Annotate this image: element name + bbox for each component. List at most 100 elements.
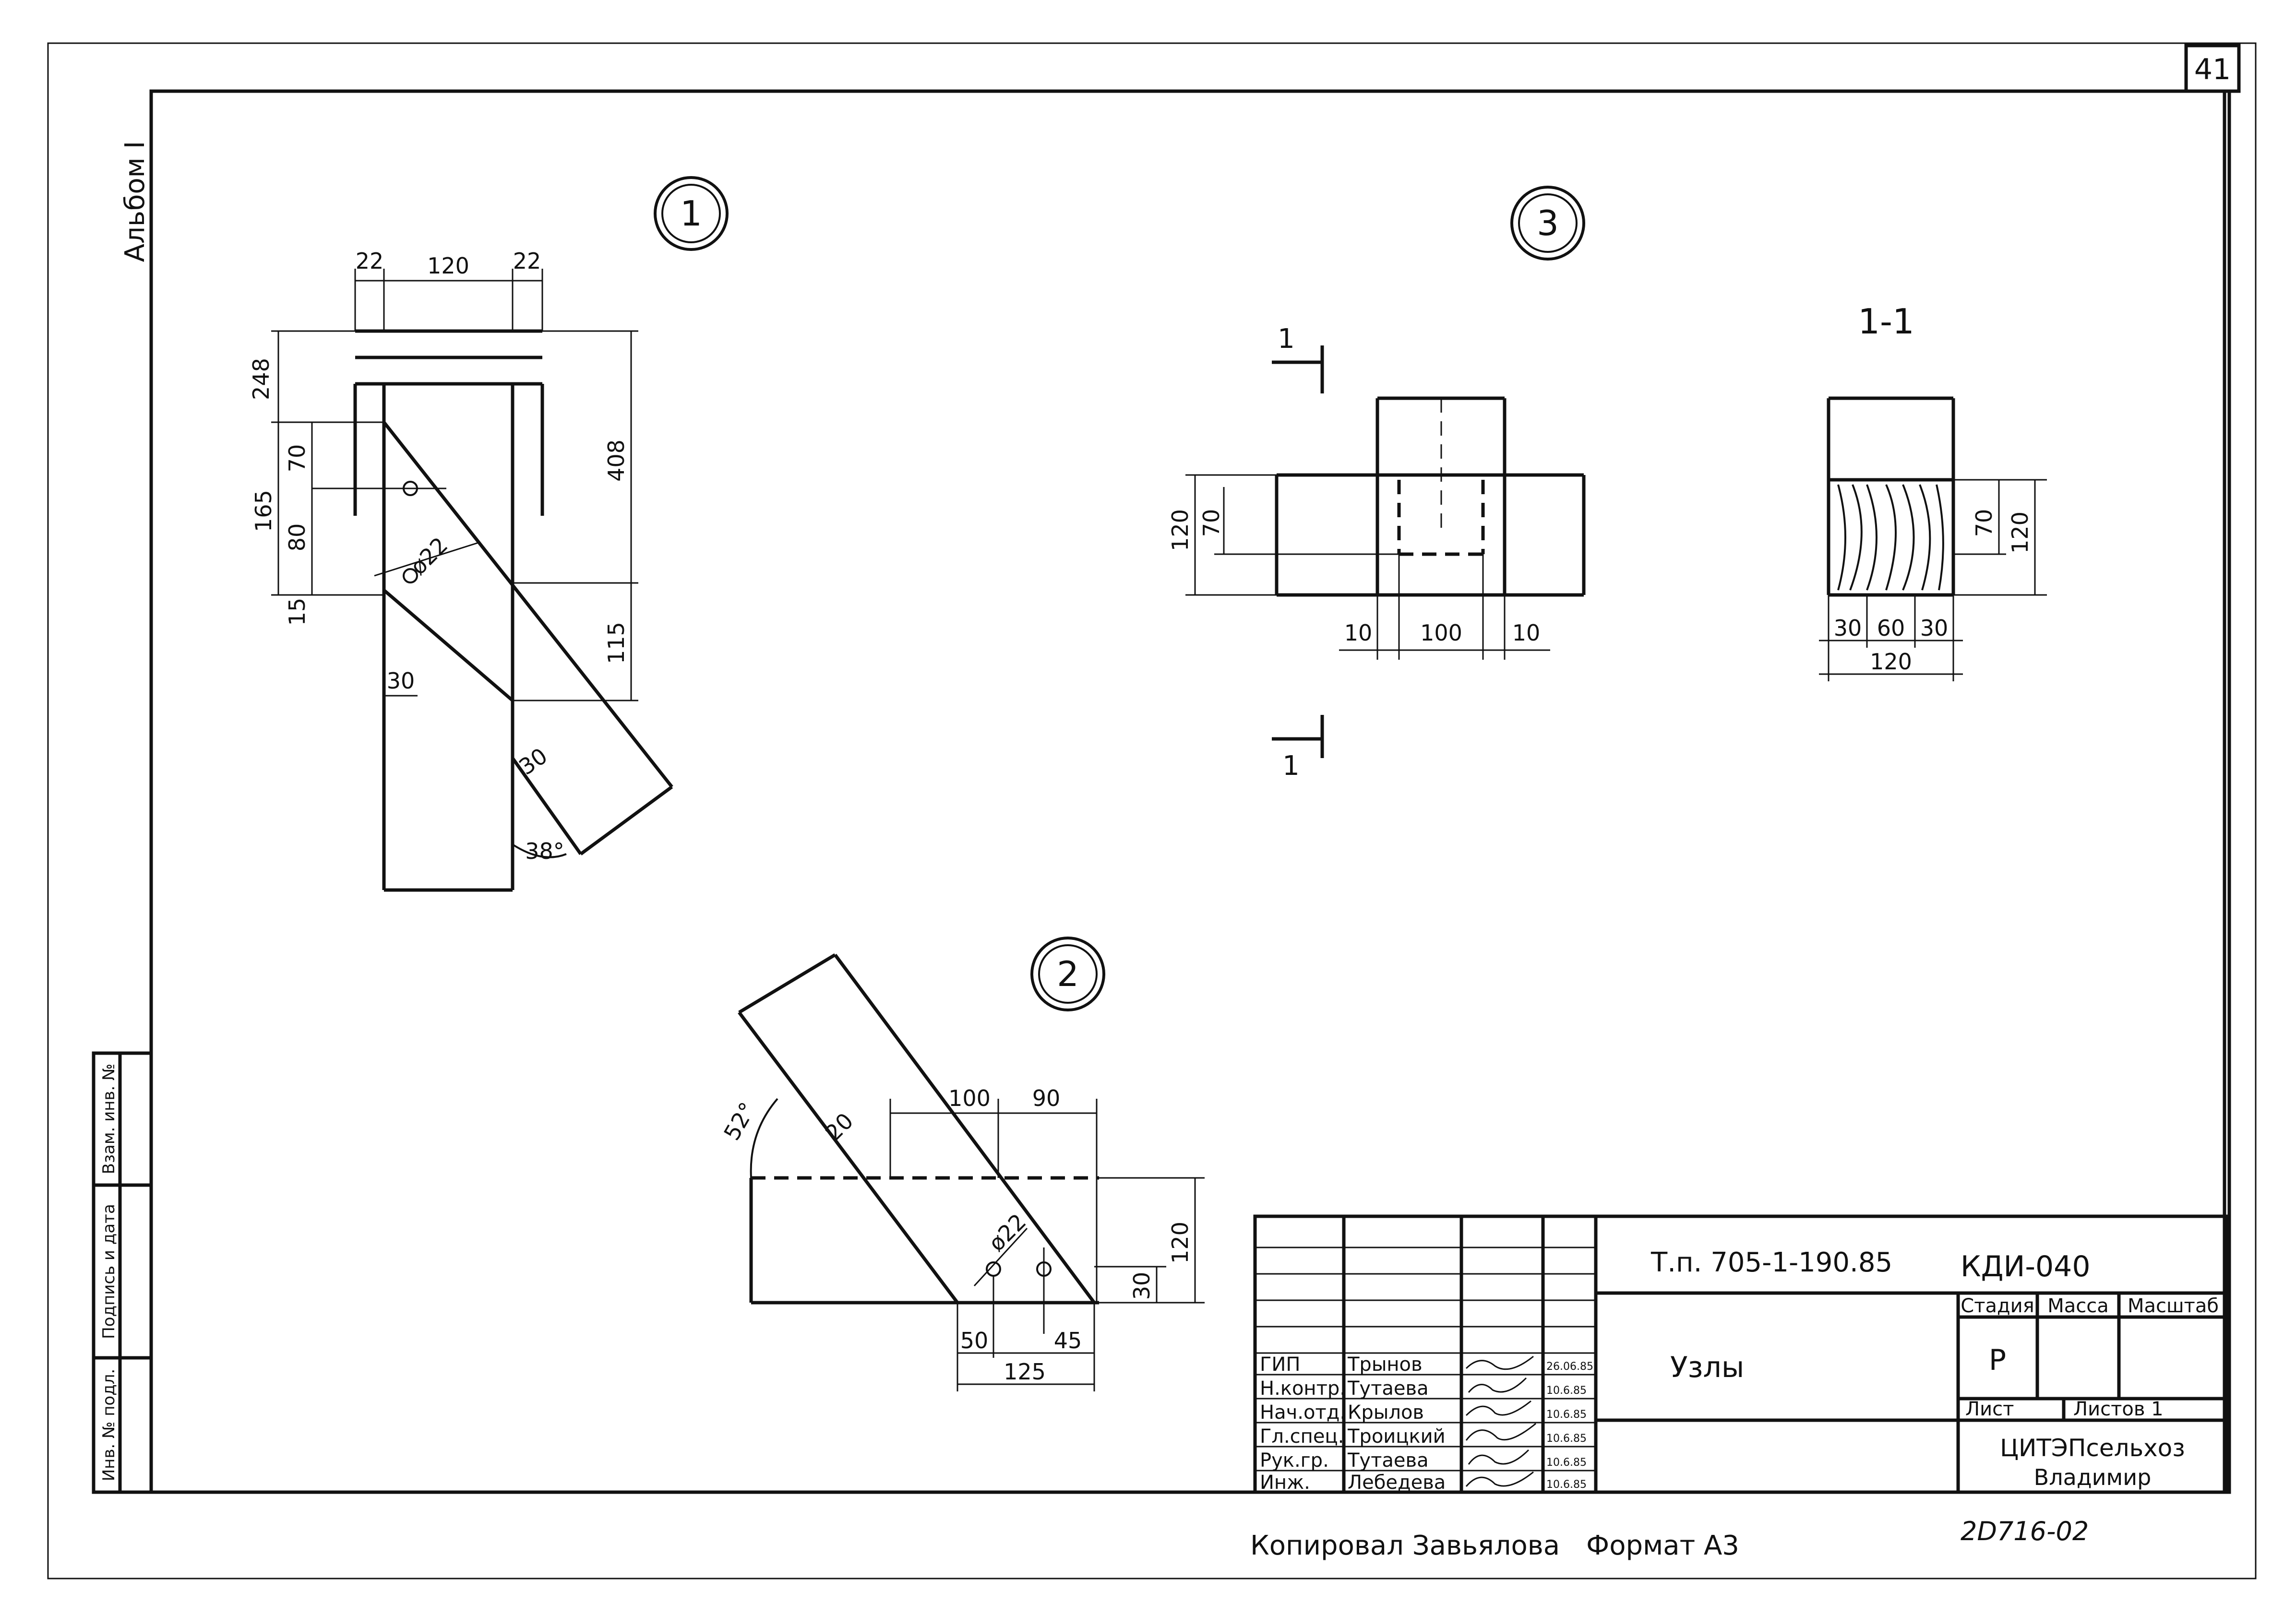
s11-dim-30a: 30 xyxy=(1834,615,1862,641)
page-number-box xyxy=(2184,44,2241,93)
wood-grain-hatch xyxy=(1837,484,1944,591)
tb-staff-role: ГИП xyxy=(1260,1354,1300,1376)
n2-dim-90: 90 xyxy=(1032,1085,1061,1111)
tb-staff-row: ГИП Трынов 26.06.85 xyxy=(1260,1354,1593,1376)
node-1-marker xyxy=(654,176,729,251)
n1-dim-hole: ø22 xyxy=(405,532,453,580)
stamp-replace-inv: Взам. инв. № xyxy=(99,1064,119,1175)
outer-border xyxy=(47,42,2257,1579)
tb-staff-name: Трынов xyxy=(1347,1354,1423,1376)
n3-dim-120: 120 xyxy=(1167,509,1193,551)
n2-dim-45: 45 xyxy=(1054,1328,1082,1354)
node-1-label: 1 xyxy=(680,193,702,234)
n3-dim-100: 100 xyxy=(1420,620,1462,646)
n2-dim-50: 50 xyxy=(960,1328,989,1354)
tb-staff-signature xyxy=(1468,1377,1527,1393)
n3-section-mark-bottom: 1 xyxy=(1282,750,1300,782)
tb-staff-name: Тутаева xyxy=(1347,1449,1429,1472)
n2-dim-20: 20 xyxy=(820,1108,859,1146)
n3-dim-70: 70 xyxy=(1198,509,1224,537)
tb-staff-signature xyxy=(1465,1355,1534,1370)
n1-dim-30b: 30 xyxy=(514,743,552,780)
inner-frame xyxy=(149,89,2231,1494)
format-label: Формат А3 xyxy=(1586,1530,1739,1561)
node-3: 3 1 1 120 70 10 100 xyxy=(1167,186,1586,782)
tb-staff-date: 10.6.85 xyxy=(1546,1479,1587,1491)
s11-dim-60: 60 xyxy=(1877,615,1905,641)
node-2-label: 2 xyxy=(1057,954,1079,994)
n1-dim-80: 80 xyxy=(284,523,310,552)
tb-staff-name: Троицкий xyxy=(1347,1425,1446,1448)
tb-staff-role: Гл.спец. xyxy=(1260,1425,1344,1448)
copied-by: Копировал Завьялова xyxy=(1250,1530,1560,1561)
album-label: Альбом I xyxy=(120,141,151,262)
n2-dim-120: 120 xyxy=(1167,1222,1193,1264)
n3-dim-10a: 10 xyxy=(1344,620,1373,646)
tb-city: Владимир xyxy=(2034,1464,2152,1490)
n1-dim-22b: 22 xyxy=(513,248,541,274)
tb-staff-date: 10.6.85 xyxy=(1546,1433,1587,1445)
tb-staff-row: Гл.спец. Троицкий 10.6.85 xyxy=(1260,1423,1587,1448)
tb-stage-value: Р xyxy=(1989,1343,2006,1377)
section-1-1: 1-1 70 120 30 60 30 120 xyxy=(1819,301,2047,681)
n3-section-mark-top: 1 xyxy=(1278,323,1295,355)
n1-dim-angle: 38° xyxy=(525,838,564,864)
node-2-marker xyxy=(1030,937,1105,1011)
n1-dim-15: 15 xyxy=(284,598,310,626)
tb-title: Узлы xyxy=(1670,1351,1744,1384)
tb-staff-name: Тутаева xyxy=(1347,1378,1429,1400)
n1-dim-248: 248 xyxy=(248,358,274,400)
n1-dim-22a: 22 xyxy=(356,248,384,274)
tb-header-mass: Масса xyxy=(2047,1295,2109,1317)
node-1: 1 xyxy=(248,176,729,892)
tb-staff-date: 10.6.85 xyxy=(1546,1385,1587,1397)
left-stamp: Взам. инв. № Подпись и дата Инв. № подл. xyxy=(92,1051,153,1494)
tb-staff-row: Рук.гр. Тутаева 10.6.85 xyxy=(1260,1449,1587,1472)
n1-dim-165: 165 xyxy=(251,490,276,532)
tb-staff-role: Инж. xyxy=(1260,1472,1310,1494)
tb-header-stage: Стадия xyxy=(1961,1295,2034,1317)
node-2: 2 52° 20 100 90 ø22 120 xyxy=(718,937,1205,1391)
tb-staff-role: Рук.гр. xyxy=(1260,1449,1329,1472)
n3-dim-10b: 10 xyxy=(1512,620,1541,646)
s11-dim-120v: 120 xyxy=(2007,511,2033,554)
n1-dim-70: 70 xyxy=(284,444,310,473)
page-number: 41 xyxy=(2194,53,2231,86)
n1-dim-120: 120 xyxy=(427,253,469,279)
tb-staff-row: Н.контр. Тутаева 10.6.85 xyxy=(1260,1377,1587,1400)
tb-staff-role: Нач.отд. xyxy=(1260,1401,1346,1424)
tb-staff-signature xyxy=(1468,1449,1530,1465)
node-3-marker xyxy=(1510,186,1585,261)
tb-staff-date: 10.6.85 xyxy=(1546,1409,1587,1421)
tb-organization: ЦИТЭПсельхоз xyxy=(2000,1434,2185,1462)
section-1-1-label: 1-1 xyxy=(1858,301,1914,342)
n2-dim-100: 100 xyxy=(948,1085,991,1111)
tb-staff-row: Инж. Лебедева 10.6.85 xyxy=(1260,1471,1587,1494)
archive-number: 2D716-02 xyxy=(1961,1516,2089,1546)
tb-staff-row: Нач.отд. Крылов 10.6.85 xyxy=(1260,1400,1587,1424)
tb-staff-signature xyxy=(1465,1423,1536,1441)
s11-dim-30b: 30 xyxy=(1920,615,1949,641)
stamp-sign-date: Подпись и дата xyxy=(99,1204,119,1339)
node-3-label: 3 xyxy=(1537,203,1559,243)
tb-staff-name: Лебедева xyxy=(1348,1472,1446,1494)
stamp-inv-orig: Инв. № подл. xyxy=(99,1369,119,1482)
tb-header-scale: Масштаб xyxy=(2128,1295,2219,1317)
n1-dim-115: 115 xyxy=(603,622,629,664)
n2-dim-angle: 52° xyxy=(718,1098,761,1145)
tb-sheets-label: Листов 1 xyxy=(2073,1398,2164,1420)
tb-project-code: Т.п. 705-1-190.85 xyxy=(1650,1247,1892,1278)
s11-dim-120h: 120 xyxy=(1870,649,1912,675)
n1-dim-408: 408 xyxy=(603,439,629,482)
n1-dim-30a: 30 xyxy=(387,668,415,694)
tb-staff-date: 10.6.85 xyxy=(1546,1457,1587,1469)
s11-dim-70: 70 xyxy=(1971,509,1997,537)
tb-staff-name: Крылов xyxy=(1348,1401,1424,1424)
tb-staff-date: 26.06.85 xyxy=(1546,1361,1593,1373)
tb-sheet-label: Лист xyxy=(1965,1398,2014,1420)
tb-sheet-code: КДИ-040 xyxy=(1961,1250,2091,1283)
tb-staff-signature xyxy=(1465,1471,1534,1487)
title-block: Т.п. 705-1-190.85 КДИ-040 Узлы Стадия Ма… xyxy=(1253,1214,2229,1494)
tb-staff-signature xyxy=(1465,1400,1531,1416)
